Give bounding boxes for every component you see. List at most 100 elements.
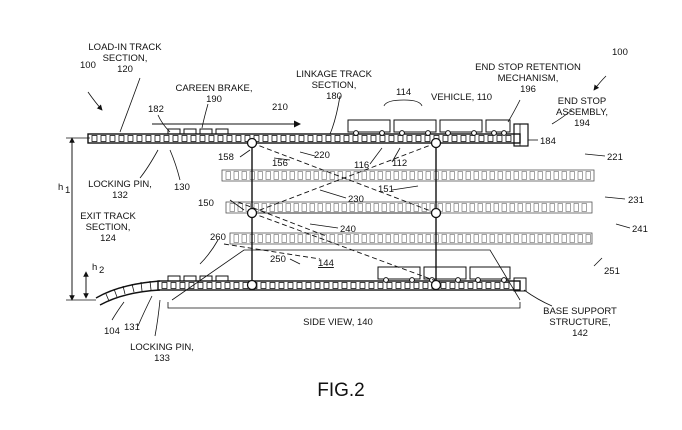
track-tie (561, 234, 567, 243)
track-tie (545, 234, 551, 243)
label-end-stop-retention: END STOP RETENTION (475, 62, 581, 73)
track-tie (341, 282, 348, 289)
track-tie (289, 234, 295, 243)
track-tie (296, 282, 303, 289)
track-tie (493, 203, 499, 212)
track-tie (341, 203, 347, 212)
ghost-track-241 (229, 232, 593, 245)
label-side-view: SIDE VIEW, 140 (303, 317, 373, 328)
track-tie (379, 135, 386, 142)
track-tie (561, 171, 567, 180)
track-tie (301, 203, 307, 212)
track-tie (525, 203, 531, 212)
track-tie (458, 282, 465, 289)
track-tie (460, 135, 467, 142)
track-tie (273, 234, 279, 243)
side-view-bracket (167, 302, 521, 309)
track-tie (451, 135, 458, 142)
track-tie (489, 234, 495, 243)
track-tie (172, 135, 179, 142)
track-tie (529, 234, 535, 243)
track-tie (473, 171, 479, 180)
track-tie (388, 135, 395, 142)
track-tie (425, 171, 431, 180)
label-end-stop-assembly: END STOP (558, 96, 606, 107)
track-tie (381, 203, 387, 212)
track-tie (577, 171, 583, 180)
track-tie (190, 135, 197, 142)
track-tie (533, 203, 539, 212)
track-tie (208, 135, 215, 142)
label-load-in-track: LOAD-IN TRACK (88, 42, 162, 53)
track-tie (260, 282, 267, 289)
track-tie (503, 282, 510, 289)
track-tie (481, 234, 487, 243)
track-tie (262, 135, 269, 142)
vehicle-train-lower (377, 266, 511, 283)
track-tie (485, 203, 491, 212)
track-tie (545, 171, 551, 180)
track-tie (349, 203, 355, 212)
track-tie (406, 135, 413, 142)
track-tie (321, 171, 327, 180)
label-100-right: 100 (612, 47, 628, 58)
track-tie (485, 282, 492, 289)
track-tie (497, 171, 503, 180)
svg-text:STRUCTURE,: STRUCTURE, (549, 317, 610, 328)
track-tie (489, 171, 495, 180)
wheel (455, 277, 461, 283)
label-linkage-track: LINKAGE TRACK (296, 69, 373, 80)
track-tie (273, 171, 279, 180)
track-tie (145, 135, 152, 142)
track-tie (441, 171, 447, 180)
track-tie (496, 135, 503, 142)
track-tie (377, 171, 383, 180)
label-131: 131 (124, 322, 140, 333)
track-tie (325, 203, 331, 212)
svg-text:1: 1 (65, 185, 70, 196)
track-tie (257, 234, 263, 243)
track-tie (305, 171, 311, 180)
track-tie (293, 203, 299, 212)
wheel (501, 130, 507, 136)
svg-text:142: 142 (572, 328, 588, 339)
wheel (399, 130, 405, 136)
track-tie (237, 203, 243, 212)
track-tie (357, 203, 363, 212)
track-tie (181, 135, 188, 142)
track-tie (297, 234, 303, 243)
track-tie (461, 203, 467, 212)
track-tie (513, 234, 519, 243)
track-tie (513, 171, 519, 180)
wheel (353, 130, 359, 136)
track-tie (257, 171, 263, 180)
label-220: 220 (314, 150, 330, 161)
exit-track (95, 280, 161, 306)
track-tie (353, 234, 359, 243)
track-tie (553, 171, 559, 180)
track-tie (541, 203, 547, 212)
svg-text:132: 132 (112, 190, 128, 201)
support-frame-outline (171, 249, 521, 301)
track-tie (449, 171, 455, 180)
label-230: 230 (348, 194, 364, 205)
track-tie (345, 234, 351, 243)
track-tie (457, 234, 463, 243)
track-tie (269, 282, 276, 289)
track-tie (401, 171, 407, 180)
track-tie (417, 171, 423, 180)
label-158: 158 (218, 152, 234, 163)
track-tie (269, 203, 275, 212)
track-tie (413, 203, 419, 212)
track-tie (409, 171, 415, 180)
label-100-left: 100 (80, 60, 96, 71)
track-tie (332, 282, 339, 289)
track-tie (478, 135, 485, 142)
track-tie (553, 234, 559, 243)
track-tie (369, 171, 375, 180)
track-tie (569, 234, 575, 243)
svg-text:SECTION,: SECTION, (312, 80, 357, 91)
track-tie (359, 282, 366, 289)
label-locking-pin-133: LOCKING PIN, (130, 342, 194, 353)
